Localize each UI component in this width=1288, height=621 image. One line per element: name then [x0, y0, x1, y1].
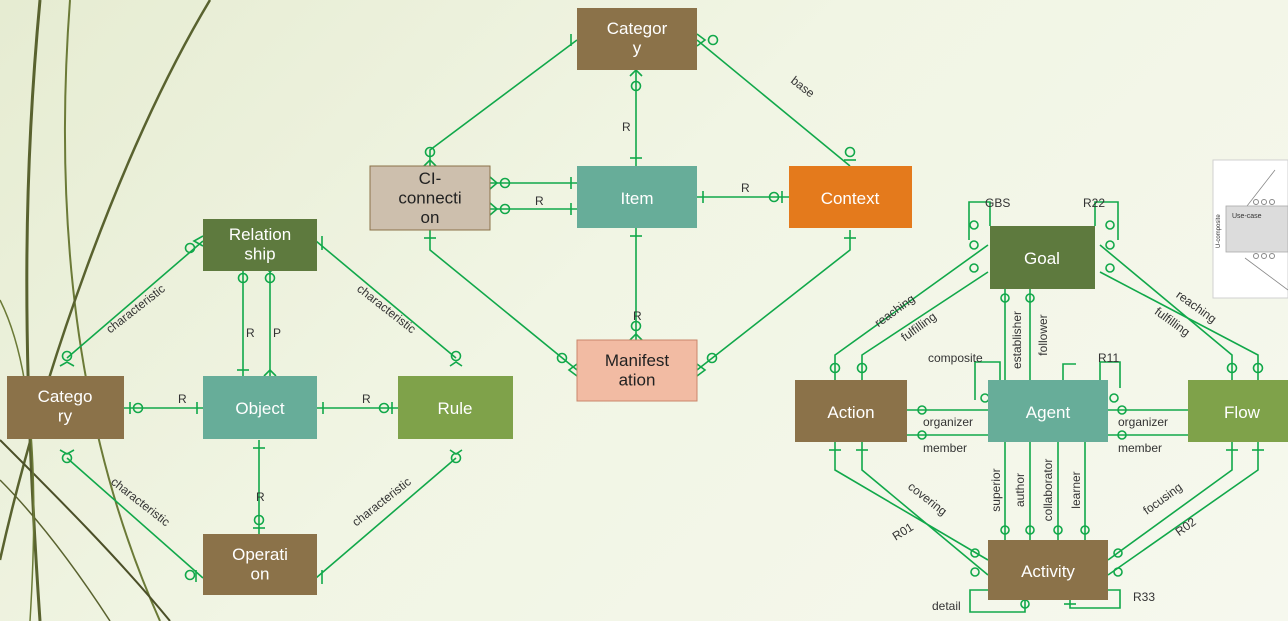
entity-action[interactable]: Action: [795, 380, 907, 442]
use-case-thumbnail[interactable]: Use-case U-composite: [1212, 159, 1288, 299]
label-r01: R01: [890, 520, 916, 544]
label-author: author: [1013, 473, 1027, 507]
label-learner: learner: [1069, 471, 1083, 508]
label-member: member: [923, 441, 967, 455]
label-focusing: focusing: [1140, 480, 1184, 518]
label-follower: follower: [1036, 314, 1050, 355]
entity-label: Rule: [438, 399, 473, 418]
label-p: P: [273, 326, 281, 340]
label-establisher: establisher: [1010, 311, 1024, 369]
entity-flow[interactable]: Flow: [1188, 380, 1288, 442]
entity-agent[interactable]: Agent: [988, 380, 1108, 442]
entity-activity[interactable]: Activity: [988, 540, 1108, 600]
label-r33: R33: [1133, 590, 1155, 604]
label-r11: R11: [1098, 351, 1119, 365]
label-member: member: [1118, 441, 1162, 455]
thumbnail-label: U-composite: [1216, 214, 1222, 248]
entity-label: Action: [827, 403, 874, 422]
label-characteristic: characteristic: [354, 282, 418, 337]
label-r: R: [633, 309, 642, 323]
entity-item[interactable]: Item: [577, 166, 697, 228]
background-swirls: [0, 0, 212, 621]
entity-label: Activity: [1021, 562, 1075, 581]
entity-context[interactable]: Context: [789, 166, 912, 228]
label-organizer: organizer: [1118, 415, 1168, 429]
label-r: R: [178, 392, 187, 406]
label-detail: detail: [932, 599, 961, 613]
label-gbs: GBS: [985, 196, 1010, 210]
entity-goal[interactable]: Goal: [990, 226, 1095, 289]
entity-label: Context: [821, 189, 880, 208]
label-r: R: [256, 490, 265, 504]
entity-label: Goal: [1024, 249, 1060, 268]
cardinality-markers: [59, 33, 1264, 609]
label-r02: R02: [1173, 514, 1199, 538]
entity-label: Item: [620, 189, 653, 208]
label-characteristic: characteristic: [108, 475, 172, 530]
thumbnail-label: Use-case: [1232, 213, 1262, 220]
label-r22: R22: [1083, 196, 1105, 210]
label-r: R: [741, 181, 750, 195]
entity-rule[interactable]: Rule: [398, 376, 513, 439]
entity-label: Agent: [1026, 403, 1071, 422]
entity-label: Object: [235, 399, 284, 418]
label-r: R: [246, 326, 255, 340]
entity-object[interactable]: Object: [203, 376, 317, 439]
label-base: base: [788, 73, 817, 100]
label-organizer: organizer: [923, 415, 973, 429]
label-composite: composite: [928, 351, 983, 365]
label-r: R: [535, 194, 544, 208]
entity-label: Flow: [1224, 403, 1261, 422]
label-characteristic: characteristic: [103, 282, 167, 337]
label-superior: superior: [989, 468, 1003, 511]
label-r: R: [622, 120, 631, 134]
label-collaborator: collaborator: [1041, 459, 1055, 522]
label-r: R: [362, 392, 371, 406]
